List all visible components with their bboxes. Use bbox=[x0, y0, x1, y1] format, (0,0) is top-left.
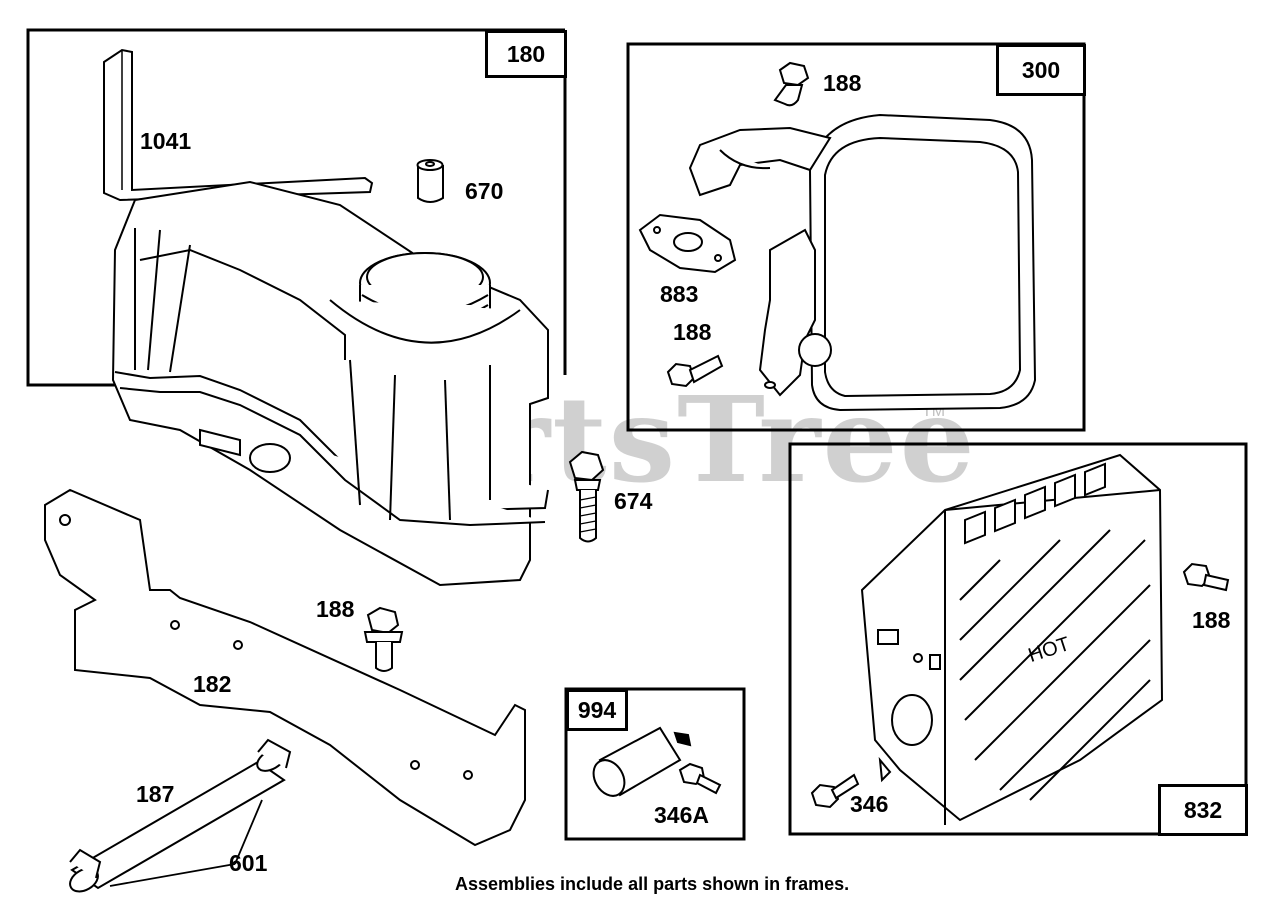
label-601: 601 bbox=[229, 850, 268, 876]
part-188-bracket-bolt bbox=[363, 606, 404, 672]
leader-lines bbox=[109, 799, 263, 887]
frame-180-tag: 180 bbox=[485, 30, 567, 78]
part-670-bushing bbox=[416, 159, 444, 203]
part-346-screw bbox=[810, 773, 860, 809]
part-832-heat-guard bbox=[860, 453, 1164, 825]
frame-180-border bbox=[26, 28, 565, 387]
part-1041-rod bbox=[103, 48, 374, 202]
frame-300-tag: 300 bbox=[996, 44, 1086, 96]
part-188-top-bolt bbox=[773, 61, 810, 107]
frame-832-tag: 832 bbox=[1158, 784, 1248, 836]
part-346A-screw bbox=[678, 762, 722, 795]
tank-body bbox=[111, 180, 549, 587]
part-182-bracket bbox=[44, 488, 526, 847]
label-346A: 346A bbox=[654, 802, 709, 828]
assemblies-footnote: Assemblies include all parts shown in fr… bbox=[455, 874, 850, 894]
label-670: 670 bbox=[465, 178, 504, 204]
part-601-clamps bbox=[69, 738, 292, 879]
label-188-guard: 188 bbox=[1192, 607, 1231, 633]
label-674: 674 bbox=[614, 488, 653, 514]
part-994-spark-arrester bbox=[592, 726, 692, 797]
frame-994-border bbox=[564, 687, 746, 841]
frame-994-tag: 994 bbox=[566, 689, 628, 731]
label-188-mid: 188 bbox=[673, 319, 712, 345]
label-188-bracket: 188 bbox=[316, 596, 355, 622]
label-1041: 1041 bbox=[140, 128, 192, 154]
label-182: 182 bbox=[193, 671, 232, 697]
part-188-guard-bolt bbox=[1182, 562, 1230, 592]
part-188-mid-bolt bbox=[666, 354, 724, 388]
frame-832-border bbox=[788, 442, 1248, 836]
part-300-muffler bbox=[638, 113, 1037, 412]
frame-300-border bbox=[626, 42, 1086, 432]
label-187: 187 bbox=[136, 781, 175, 807]
label-188-top: 188 bbox=[823, 70, 862, 96]
label-883: 883 bbox=[660, 281, 699, 307]
label-346: 346 bbox=[850, 791, 889, 817]
part-674-bolt bbox=[568, 450, 605, 543]
